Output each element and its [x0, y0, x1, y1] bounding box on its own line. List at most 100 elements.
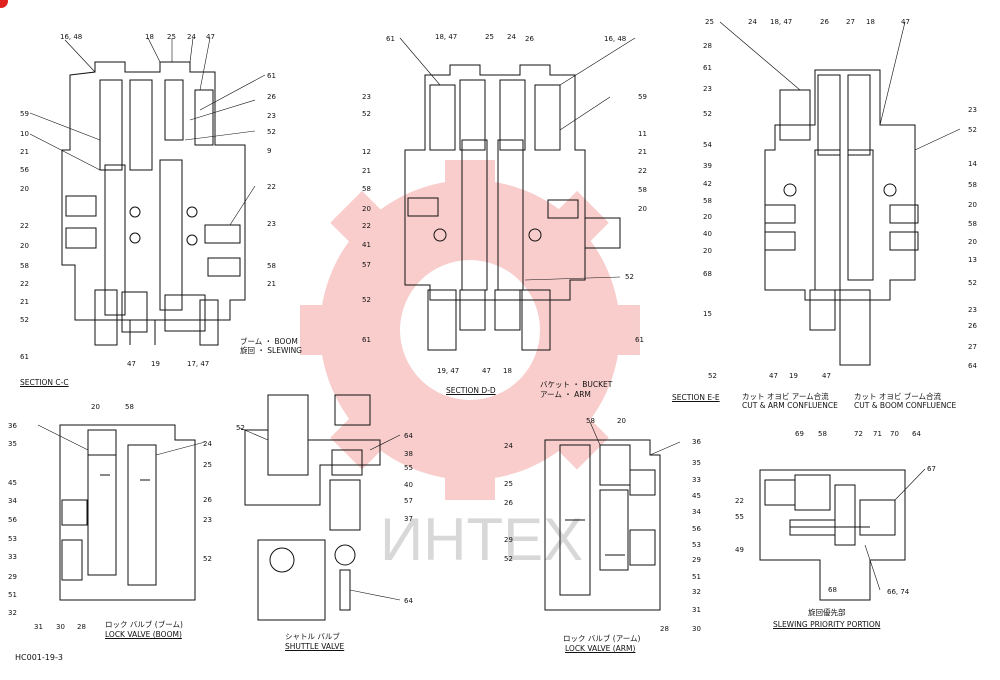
sp-label: 64: [912, 430, 921, 438]
d-function-bucket: バケット ・ BUCKET: [540, 380, 613, 389]
corner-marker: [0, 0, 8, 8]
section-c-drawing: [61, 61, 246, 346]
e-label: 42: [703, 180, 712, 188]
lva-label: 34: [692, 508, 701, 516]
lva-label: 20: [617, 417, 626, 425]
d-label: 61: [362, 336, 371, 344]
section-e-drawing: [764, 69, 919, 366]
sv-label: 38: [404, 450, 413, 458]
d-label: 20: [638, 205, 647, 213]
lvb-label: 31: [34, 623, 43, 631]
e-label: 18, 47: [770, 18, 793, 26]
lva-label: 26: [504, 499, 513, 507]
c-function-boom: ブーム ・ BOOM: [240, 337, 298, 346]
lvb-label: 52: [203, 555, 212, 563]
c-label: 18: [145, 33, 154, 41]
lock-valve-boom-caption-jp: ロック バルブ (ブーム): [105, 620, 183, 629]
lva-label: 31: [692, 606, 701, 614]
e-label: 52: [703, 110, 712, 118]
c-label: 52: [267, 128, 276, 136]
e-label: 58: [703, 197, 712, 205]
watermark-text: ИНТЕХ: [380, 506, 583, 573]
c-label: 9: [267, 147, 272, 155]
d-label: 11: [638, 130, 647, 138]
lva-label: 24: [504, 442, 513, 450]
d-label: 16, 48: [604, 35, 627, 43]
d-label: 21: [638, 148, 647, 156]
c-label: 26: [267, 93, 276, 101]
c-label: 61: [20, 353, 29, 361]
c-label: 21: [20, 298, 29, 306]
c-label: 59: [20, 110, 29, 118]
e-label: 20: [703, 247, 712, 255]
lva-label: 29: [504, 536, 513, 544]
e-label: 68: [703, 270, 712, 278]
sp-label: 22: [735, 497, 744, 505]
slewing-priority-caption-en: SLEWING PRIORITY PORTION: [773, 620, 881, 629]
lva-label: 45: [692, 492, 701, 500]
c-label: 24: [187, 33, 196, 41]
c-function-slewing: 旋回 ・ SLEWING: [240, 346, 302, 355]
lvb-label: 56: [8, 516, 17, 524]
lva-label: 33: [692, 476, 701, 484]
d-label: 19, 47: [437, 367, 460, 375]
lvb-label: 33: [8, 553, 17, 561]
shuttle-valve-caption-en: SHUTTLE VALVE: [285, 642, 345, 651]
lva-label: 36: [692, 438, 701, 446]
lock-valve-arm-caption-en: LOCK VALVE (ARM): [565, 644, 636, 653]
c-label: 61: [267, 72, 276, 80]
lvb-label: 28: [77, 623, 86, 631]
slewing-priority-caption-jp: 旋回優先部: [808, 608, 846, 617]
e-label: 27: [846, 18, 855, 26]
lock-valve-arm-caption-jp: ロック バルブ (アーム): [563, 634, 641, 643]
e-label: 58: [968, 220, 977, 228]
lva-label: 32: [692, 588, 701, 596]
e-label: 23: [703, 85, 712, 93]
d-label: 18, 47: [435, 33, 458, 41]
e-label: 25: [705, 18, 714, 26]
d-label: 23: [362, 93, 371, 101]
sp-label: 69: [795, 430, 804, 438]
e-label: 40: [703, 230, 712, 238]
lock-valve-boom-drawing: [59, 424, 196, 601]
d-label: 59: [638, 93, 647, 101]
section-e-caption: SECTION E-E: [672, 393, 720, 402]
sv-label: 40: [404, 481, 413, 489]
lva-label: 29: [692, 556, 701, 564]
lvb-label: 45: [8, 479, 17, 487]
c-label: 10: [20, 130, 29, 138]
d-label: 41: [362, 241, 371, 249]
lvb-label: 24: [203, 440, 212, 448]
e-label: 15: [703, 310, 712, 318]
sv-label: 57: [404, 497, 413, 505]
e-label: 26: [968, 322, 977, 330]
e-label: 52: [708, 372, 717, 380]
e-label: 14: [968, 160, 977, 168]
lva-label: 28: [660, 625, 669, 633]
d-label: 52: [625, 273, 634, 281]
e-label: 52: [968, 279, 977, 287]
sv-label: 55: [404, 464, 413, 472]
lva-label: 51: [692, 573, 701, 581]
c-label: 20: [20, 242, 29, 250]
c-label: 20: [20, 185, 29, 193]
c-label: 58: [20, 262, 29, 270]
c-label: 22: [20, 280, 29, 288]
c-label: 21: [20, 148, 29, 156]
e-label: 64: [968, 362, 977, 370]
lva-label: 30: [692, 625, 701, 633]
d-label: 18: [503, 367, 512, 375]
c-label: 58: [267, 262, 276, 270]
e-label: 47: [769, 372, 778, 380]
sv-label: 64: [404, 432, 413, 440]
c-label: 23: [267, 220, 276, 228]
d-label: 12: [362, 148, 371, 156]
e-label: 52: [968, 126, 977, 134]
c-label: 17, 47: [187, 360, 210, 368]
e-confluence-arm-jp: カット オヨビ アーム合流: [742, 392, 829, 401]
lock-valve-boom-caption-en: LOCK VALVE (BOOM): [105, 630, 182, 639]
d-function-arm: アーム ・ ARM: [540, 390, 591, 399]
e-label: 58: [968, 181, 977, 189]
